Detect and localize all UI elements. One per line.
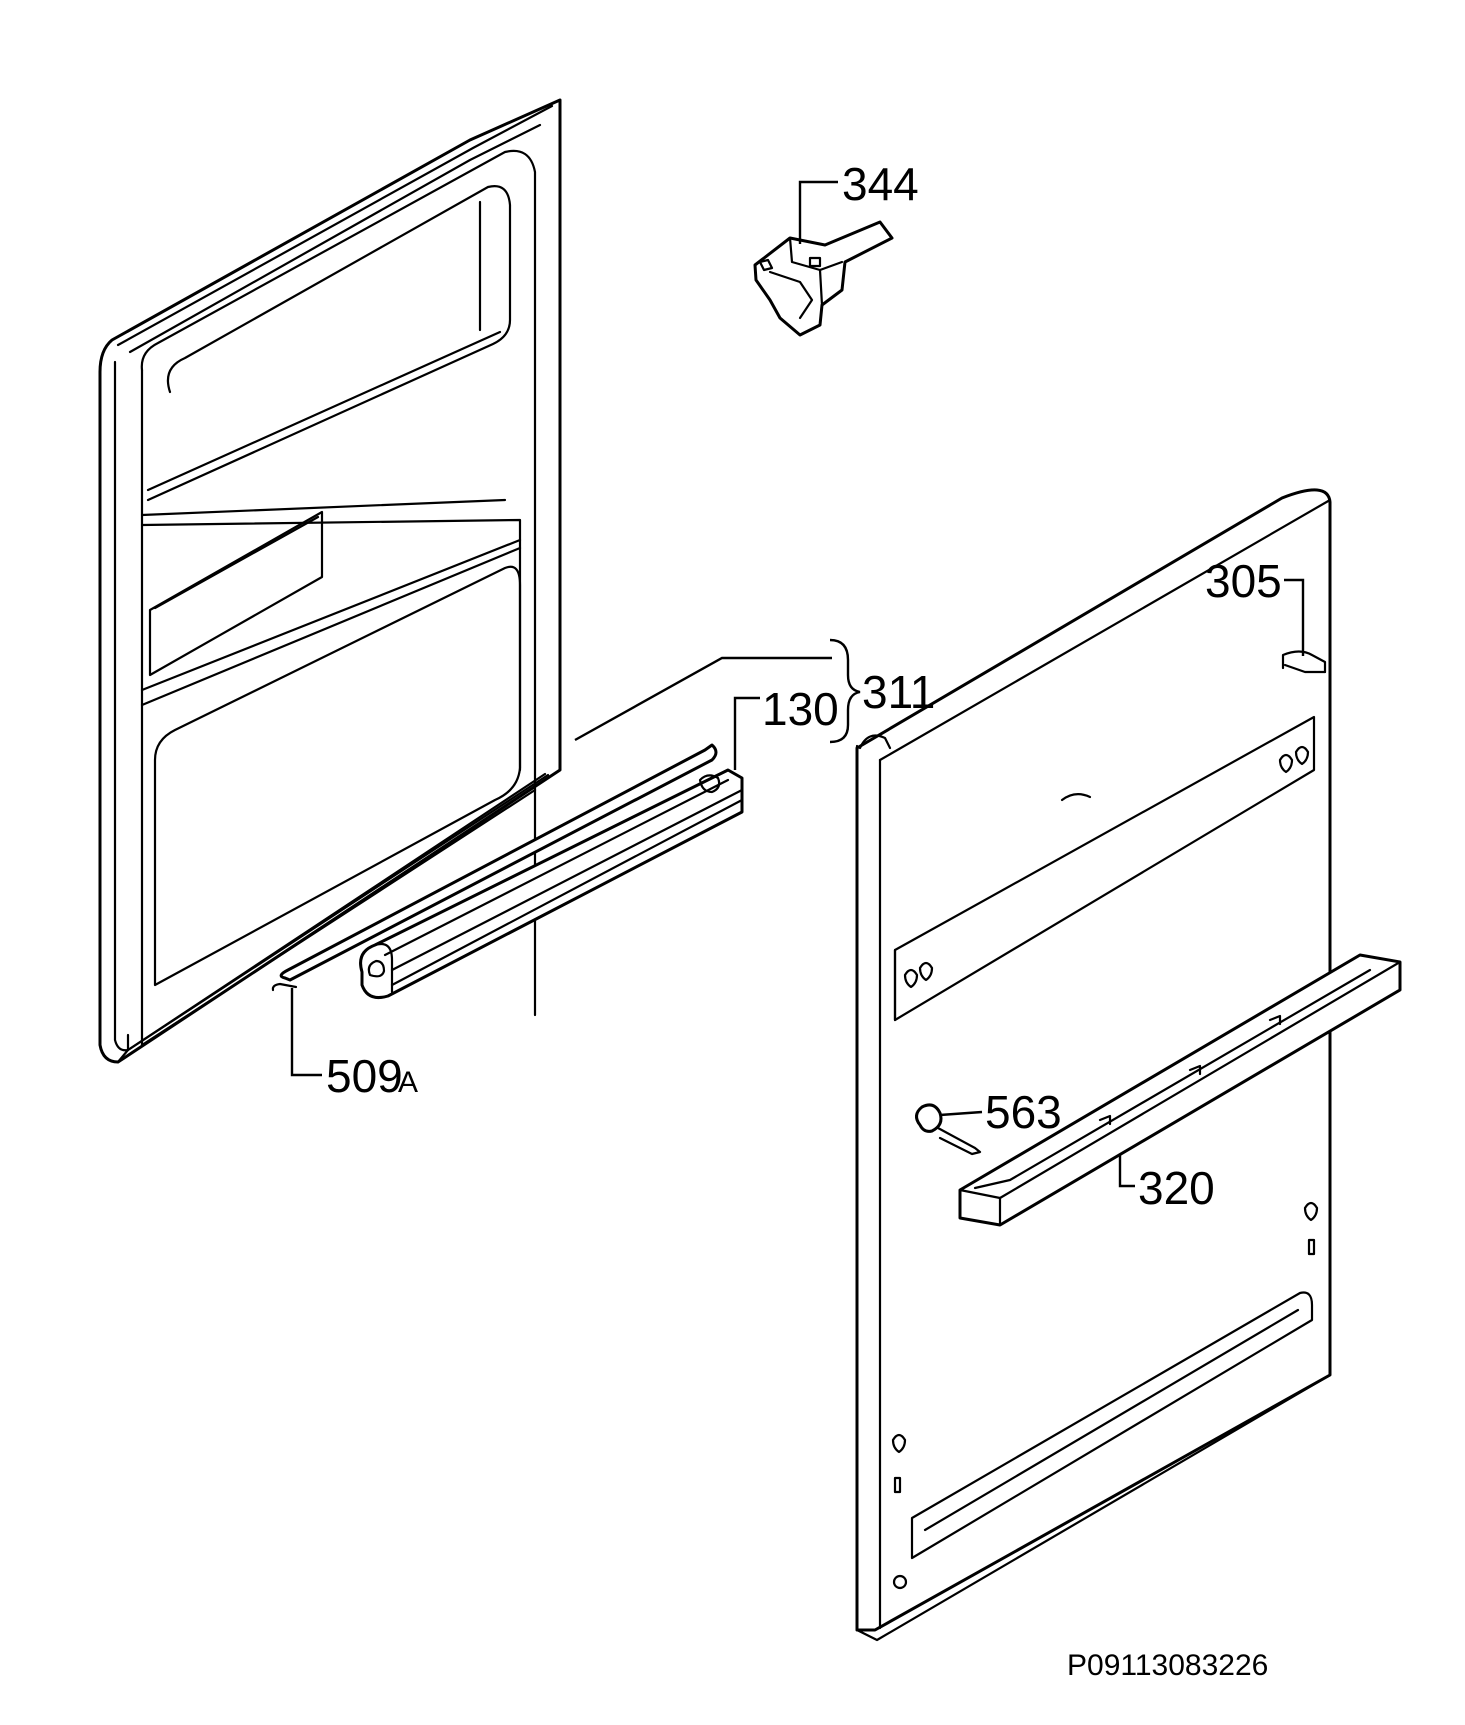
leader-509a (290, 988, 322, 1077)
gasket-part-130 (359, 768, 744, 1000)
label-311: 311 (862, 666, 935, 718)
brace-311 (829, 638, 861, 744)
leader-311 (574, 656, 832, 742)
latch-part-344 (753, 220, 894, 337)
label-509-suffix: A (398, 1066, 418, 1099)
leader-320 (1118, 1155, 1135, 1188)
leader-130 (733, 696, 760, 770)
inner-door-panel (98, 98, 562, 1064)
screw-part-563 (915, 1103, 982, 1156)
leader-344 (798, 180, 838, 244)
rod-part-509a (271, 743, 718, 992)
label-320: 320 (1138, 1162, 1215, 1214)
bar-part-320 (958, 953, 1402, 1227)
drawing-code: P09113083226 (1067, 1649, 1268, 1682)
label-509: 509 (326, 1050, 403, 1102)
leader-563 (939, 1110, 983, 1117)
outer-door-panel (855, 488, 1332, 1642)
label-130: 130 (762, 683, 839, 735)
leader-305 (1284, 578, 1305, 656)
label-344: 344 (842, 158, 919, 210)
label-563: 563 (985, 1086, 1062, 1138)
label-305: 305 (1205, 555, 1282, 607)
